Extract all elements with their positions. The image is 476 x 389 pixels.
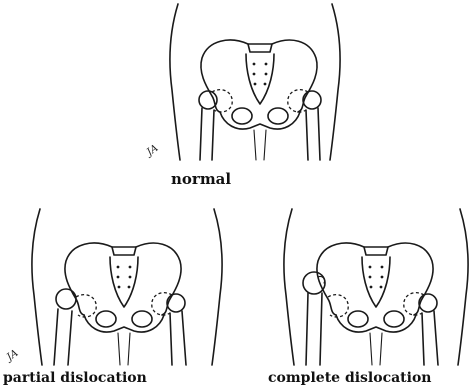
right-femoral-head — [419, 294, 437, 312]
body-outline-right — [212, 209, 222, 365]
right-acetabulum — [152, 293, 172, 315]
sacrum-top — [112, 247, 136, 255]
right-femur-shaft — [306, 108, 320, 160]
left-acetabulum — [212, 90, 232, 112]
sacrum — [362, 257, 390, 307]
left-femur-shaft — [306, 293, 322, 365]
right-obturator — [384, 311, 404, 327]
caption-normal: normal — [171, 170, 231, 188]
body-outline-right — [458, 209, 468, 365]
pelvis-normal-illustration — [150, 0, 360, 170]
left-obturator — [348, 311, 368, 327]
right-acetabulum — [404, 293, 424, 315]
caption-complete-dislocation: complete dislocation — [268, 370, 431, 386]
left-obturator — [232, 108, 252, 124]
pelvis-complete-dislocation-illustration — [256, 205, 476, 370]
body-outline-right — [330, 4, 340, 160]
body-outline-left — [284, 209, 294, 365]
right-femur-shaft — [170, 311, 186, 365]
left-obturator — [96, 311, 116, 327]
pelvis-partial-dislocation-illustration — [0, 205, 230, 370]
right-femur-shaft — [422, 311, 438, 365]
sacrum — [246, 54, 274, 104]
left-femur-shaft — [200, 108, 214, 160]
right-iliac-wing — [136, 243, 181, 315]
right-femoral-head — [303, 91, 321, 109]
right-iliac-wing — [272, 40, 317, 112]
body-outline-left — [32, 209, 42, 365]
right-obturator — [268, 108, 288, 124]
sacrum-top — [364, 247, 388, 255]
right-obturator — [132, 311, 152, 327]
sacrum-top — [248, 44, 272, 52]
left-iliac-wing — [65, 243, 112, 315]
center-structure — [370, 333, 382, 365]
caption-partial-dislocation: partial dislocation — [3, 370, 147, 386]
body-outline-left — [170, 4, 180, 160]
center-structure — [254, 130, 266, 160]
sacrum — [110, 257, 138, 307]
right-iliac-wing — [388, 243, 433, 315]
left-iliac-wing — [201, 40, 248, 112]
right-acetabulum — [288, 90, 308, 112]
left-femur-shaft — [54, 309, 72, 365]
center-structure — [118, 333, 130, 365]
right-femoral-head — [167, 294, 185, 312]
left-femoral-head-subluxated — [56, 289, 76, 309]
left-femoral-head-dislocated — [303, 272, 325, 294]
